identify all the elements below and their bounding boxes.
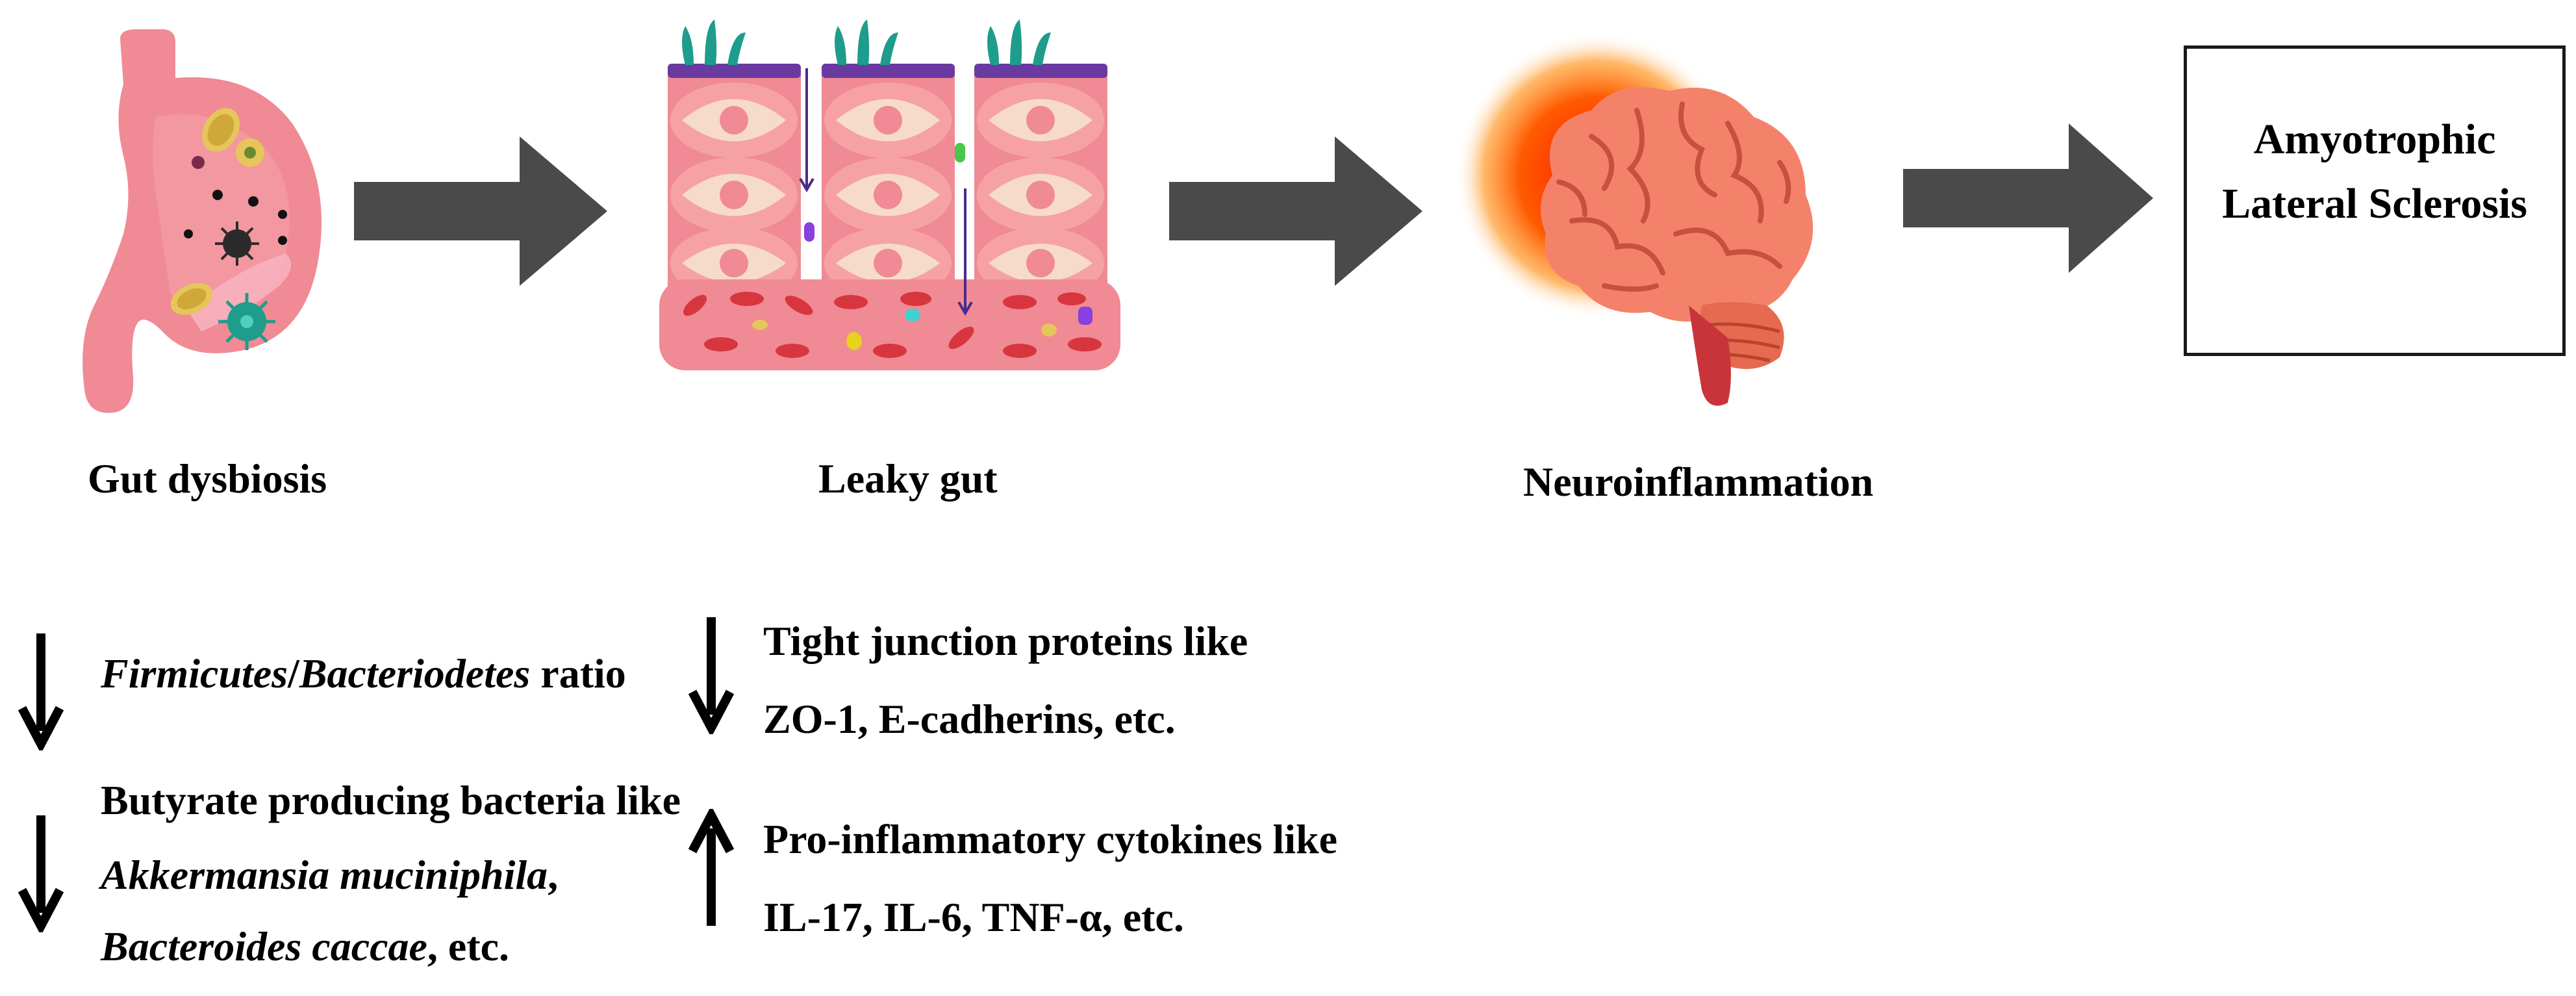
akkermansia-text: Akkermansia muciniphila <box>101 852 548 898</box>
bacteroides-text: Bacteroides caccae <box>101 923 427 969</box>
tight-junction-note-line-1: Tight junction proteins like <box>763 618 1248 664</box>
butyrate-note-line-2: Akkermansia muciniphila, <box>101 851 558 899</box>
leaky-gut-label: Leaky gut <box>818 455 998 502</box>
brain-icon <box>1455 32 1813 406</box>
butyrate-note-line-1: Butyrate producing bacteria like <box>101 777 681 823</box>
etc-text: , etc. <box>427 923 510 969</box>
tight-junction-note-line-2: ZO-1, E-cadherins, etc. <box>763 696 1176 742</box>
bacteriodetes-text: Bacteriodetes <box>299 650 531 696</box>
slash-text: / <box>288 650 299 696</box>
ratio-text: ratio <box>530 650 626 696</box>
comma-text: , <box>548 852 559 898</box>
firmicutes-ratio-note: Firmicutes/Bacteriodetes ratio <box>101 650 626 698</box>
flow-arrow-2 <box>1169 136 1422 286</box>
down-arrow-icon <box>688 617 734 734</box>
up-arrow-icon <box>688 809 734 926</box>
flow-arrow-1 <box>354 136 607 286</box>
als-box: Amyotrophic Lateral Sclerosis <box>2184 45 2566 356</box>
butyrate-note-line-3: Bacteroides caccae, etc. <box>101 923 509 971</box>
stomach-icon <box>82 29 322 413</box>
down-arrow-icon <box>18 633 64 750</box>
cytokines-note-line-1: Pro-inflammatory cytokines like <box>763 816 1338 862</box>
gut-dysbiosis-label: Gut dysbiosis <box>88 455 327 502</box>
als-label: Amyotrophic Lateral Sclerosis <box>2222 116 2527 227</box>
down-arrow-icon <box>18 815 64 932</box>
flow-arrow-3 <box>1903 123 2153 273</box>
cytokines-note-line-2: IL-17, IL-6, TNF-α, etc. <box>763 894 1184 940</box>
neuroinflammation-label: Neuroinflammation <box>1523 459 1874 505</box>
firmicutes-text: Firmicutes <box>101 650 288 696</box>
leaky-gut-icon <box>659 19 1120 370</box>
